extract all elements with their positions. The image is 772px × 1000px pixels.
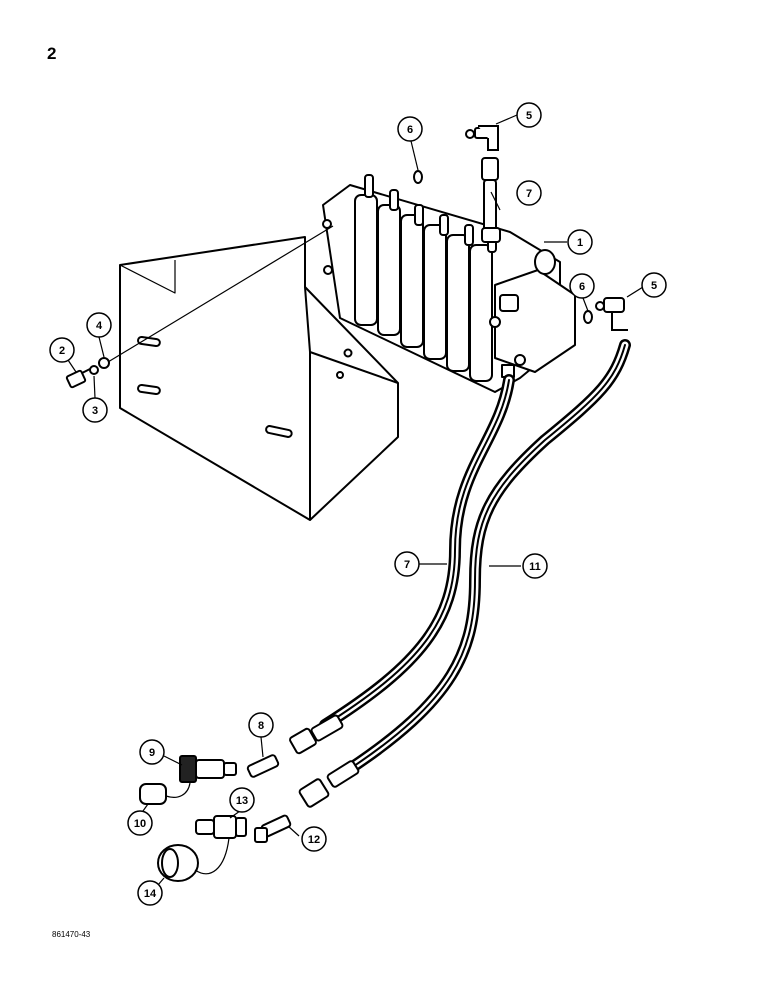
svg-text:5: 5 (526, 110, 532, 122)
mounting-bracket (119, 236, 399, 521)
callout-5-top: 5 (516, 102, 542, 128)
elbow-12 (254, 814, 292, 843)
callout-13: 13 (229, 787, 255, 813)
adapter-8 (246, 754, 280, 778)
hose-7 (319, 374, 515, 731)
hose-7-end-fitting (289, 714, 344, 755)
callout-11: 11 (522, 553, 548, 579)
svg-text:6: 6 (579, 281, 585, 293)
elbow-fitting-right (595, 297, 628, 331)
svg-text:1: 1 (577, 237, 583, 249)
svg-text:3: 3 (92, 405, 98, 417)
callout-4: 4 (86, 312, 112, 338)
callout-2: 2 (49, 337, 75, 363)
hydraulic-tube-7 (481, 157, 501, 243)
svg-text:8: 8 (258, 720, 264, 732)
svg-text:7: 7 (526, 188, 532, 200)
o-ring-6-right (583, 310, 593, 324)
svg-text:10: 10 (134, 818, 146, 830)
svg-text:11: 11 (529, 561, 541, 573)
callout-7-top: 7 (516, 180, 542, 206)
callout-8: 8 (248, 712, 274, 738)
callout-12: 12 (301, 826, 327, 852)
callout-14: 14 (137, 880, 163, 906)
svg-text:6: 6 (407, 124, 413, 136)
svg-text:14: 14 (144, 888, 157, 900)
quick-coupler-9 (179, 755, 237, 783)
svg-text:5: 5 (651, 280, 657, 292)
hose-11-end-fitting (298, 760, 360, 808)
callout-3: 3 (82, 397, 108, 423)
leader-lines (67, 114, 644, 886)
callout-5-right: 5 (641, 272, 667, 298)
bolt-alignment-line (107, 225, 334, 363)
callout-6-top: 6 (397, 116, 423, 142)
elbow-fitting-top (465, 125, 499, 151)
figure-code: 861470-43 (52, 930, 91, 939)
o-ring-6-top (413, 170, 423, 184)
callout-10: 10 (127, 810, 153, 836)
svg-text:12: 12 (308, 834, 320, 846)
svg-text:9: 9 (149, 747, 155, 759)
svg-text:13: 13 (236, 795, 248, 807)
svg-text:7: 7 (404, 559, 410, 571)
callout-1: 1 (567, 229, 593, 255)
quick-coupler-13 (195, 815, 247, 839)
page-number: 2 (47, 44, 57, 63)
washer-4 (98, 357, 110, 369)
callout-6-right: 6 (569, 273, 595, 299)
dust-cap-10 (139, 782, 191, 805)
bolt-2 (65, 367, 93, 389)
hose-11 (339, 339, 631, 778)
svg-text:2: 2 (59, 345, 65, 357)
svg-text:4: 4 (96, 320, 103, 332)
lockwasher-3 (89, 365, 99, 375)
callout-7-hose: 7 (394, 551, 420, 577)
dust-plug-14 (157, 837, 230, 882)
callout-9: 9 (139, 739, 165, 765)
